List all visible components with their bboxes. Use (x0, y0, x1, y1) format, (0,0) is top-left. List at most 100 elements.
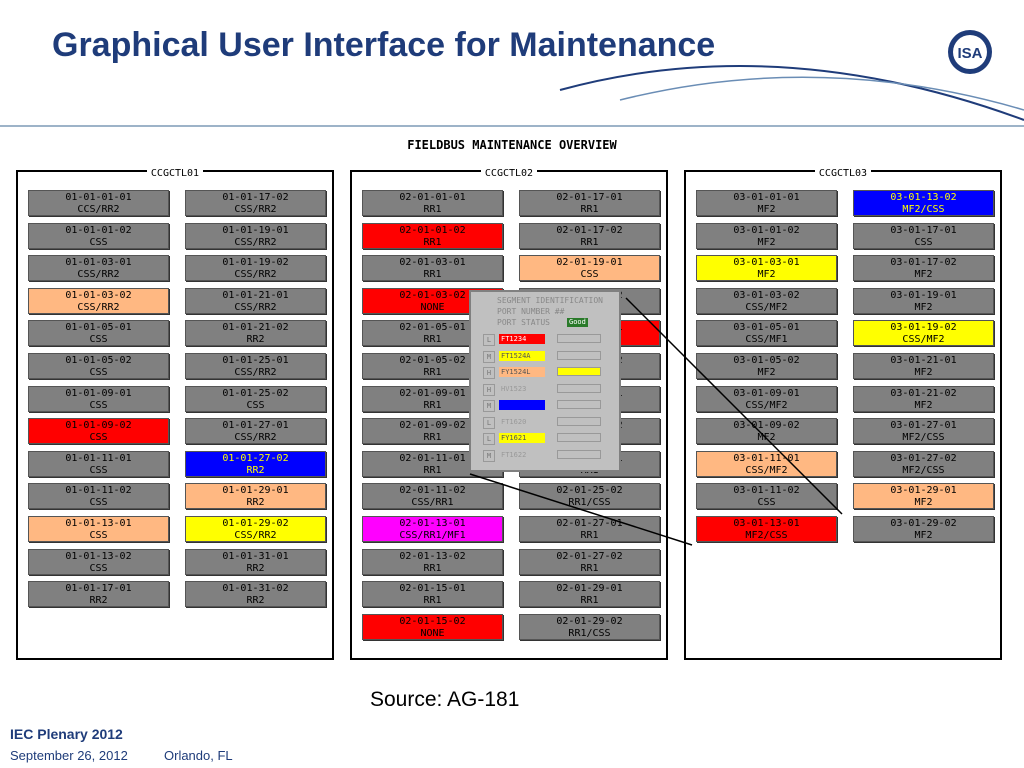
segment-id: 02-01-27-02 (556, 550, 623, 562)
device-priority-mark: H (483, 383, 495, 396)
segment-id: 01-01-01-02 (65, 224, 132, 236)
segment-alerts: MF2 (914, 497, 933, 509)
isa-logo: ISA (948, 30, 992, 74)
segment-alerts: CSS (89, 530, 108, 541)
segment-id: 02-01-25-02 (556, 485, 623, 497)
port-status-badge: Good (567, 318, 588, 327)
device-row[interactable]: M (483, 400, 613, 412)
segment-alerts: CSS/RR2 (234, 236, 277, 248)
segment-alerts: CSS (580, 269, 599, 281)
device-status-bar (557, 400, 601, 409)
segment-id: 01-01-13-02 (65, 550, 132, 562)
device-priority-mark: L (483, 433, 495, 445)
device-tag: HV1523 (501, 384, 527, 393)
port-number-label: PORT NUMBER ## (497, 307, 565, 316)
maintenance-overview-title: FIELDBUS MAINTENANCE OVERVIEW (407, 138, 617, 152)
segment-alerts: RR1 (423, 269, 442, 281)
segment-id: 02-01-17-01 (556, 192, 623, 203)
device-status-bar (557, 383, 601, 393)
device-row[interactable]: H HV1523 (483, 383, 613, 396)
segment-alerts: CSS (89, 432, 108, 444)
device-priority-mark: L (483, 416, 495, 429)
segment-alerts: MF2/CSS (902, 432, 945, 444)
segment-alerts: RR1 (423, 367, 442, 378)
segment-alerts: RR1 (580, 562, 599, 574)
segment-alerts: NONE (420, 301, 445, 313)
segment-alerts: MF2 (757, 236, 776, 248)
device-priority-mark: M (483, 400, 495, 412)
segment-id: 03-01-09-01 (733, 387, 800, 399)
